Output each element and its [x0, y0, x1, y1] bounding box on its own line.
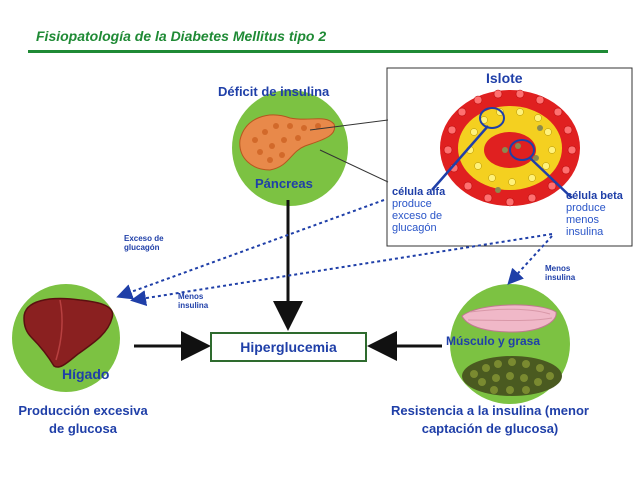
exceso-line-2: glucagón [124, 243, 160, 252]
muscle-icon [461, 304, 557, 333]
menos-insulina-left-label: Menos insulina [178, 292, 208, 310]
alpha-line-1: produce [392, 198, 432, 210]
alpha-line-2: exceso de [392, 210, 443, 222]
beta-line-1: produce [566, 202, 606, 214]
title-underline [28, 50, 608, 53]
alpha-title: célula alfa [392, 186, 446, 198]
liver-icon [23, 297, 114, 368]
pancreas-icon [239, 114, 336, 171]
produccion-label: Producción excesiva de glucosa [8, 402, 158, 438]
islet-icon [440, 89, 580, 207]
resistencia-line-1: Resistencia a la insulina (menor [391, 403, 589, 418]
arrow-beta-muscle [507, 235, 553, 285]
beta-line-2: menos [566, 214, 600, 226]
beta-cell-text: célula beta produce menos insulina [566, 190, 623, 238]
alpha-line-3: glucagón [392, 222, 437, 234]
arrow-alpha-liver [116, 199, 385, 300]
alpha-cell-text: célula alfa produce exceso de glucagón [392, 186, 445, 234]
musculo-grasa-label: Músculo y grasa [446, 334, 541, 348]
islote-label: Islote [486, 70, 523, 86]
produccion-line-1: Producción excesiva [18, 403, 148, 418]
menos-left-line-1: Menos [178, 292, 204, 301]
produccion-line-2: de glucosa [49, 421, 117, 436]
exceso-line-1: Exceso de [124, 234, 164, 243]
hiperglucemia-box: Hiperglucemia [210, 332, 367, 362]
beta-line-3: insulina [566, 226, 604, 238]
beta-title: célula beta [566, 190, 623, 202]
menos-right-line-2: insulina [545, 273, 576, 282]
higado-label: Hígado [62, 366, 110, 382]
resistencia-label: Resistencia a la insulina (menor captaci… [372, 402, 608, 438]
exceso-glucagon-label: Exceso de glucagón [124, 234, 164, 252]
arrow-beta-liver [130, 233, 553, 307]
menos-insulina-right-label: Menos insulina [545, 264, 575, 282]
pancreas-label: Páncreas [255, 176, 313, 191]
deficit-label: Déficit de insulina [218, 84, 330, 99]
resistencia-line-2: captación de glucosa) [421, 421, 559, 436]
menos-right-line-1: Menos [545, 264, 571, 273]
menos-left-line-2: insulina [178, 301, 209, 310]
page-title: Fisiopatología de la Diabetes Mellitus t… [36, 28, 327, 44]
fat-icon [462, 356, 562, 396]
